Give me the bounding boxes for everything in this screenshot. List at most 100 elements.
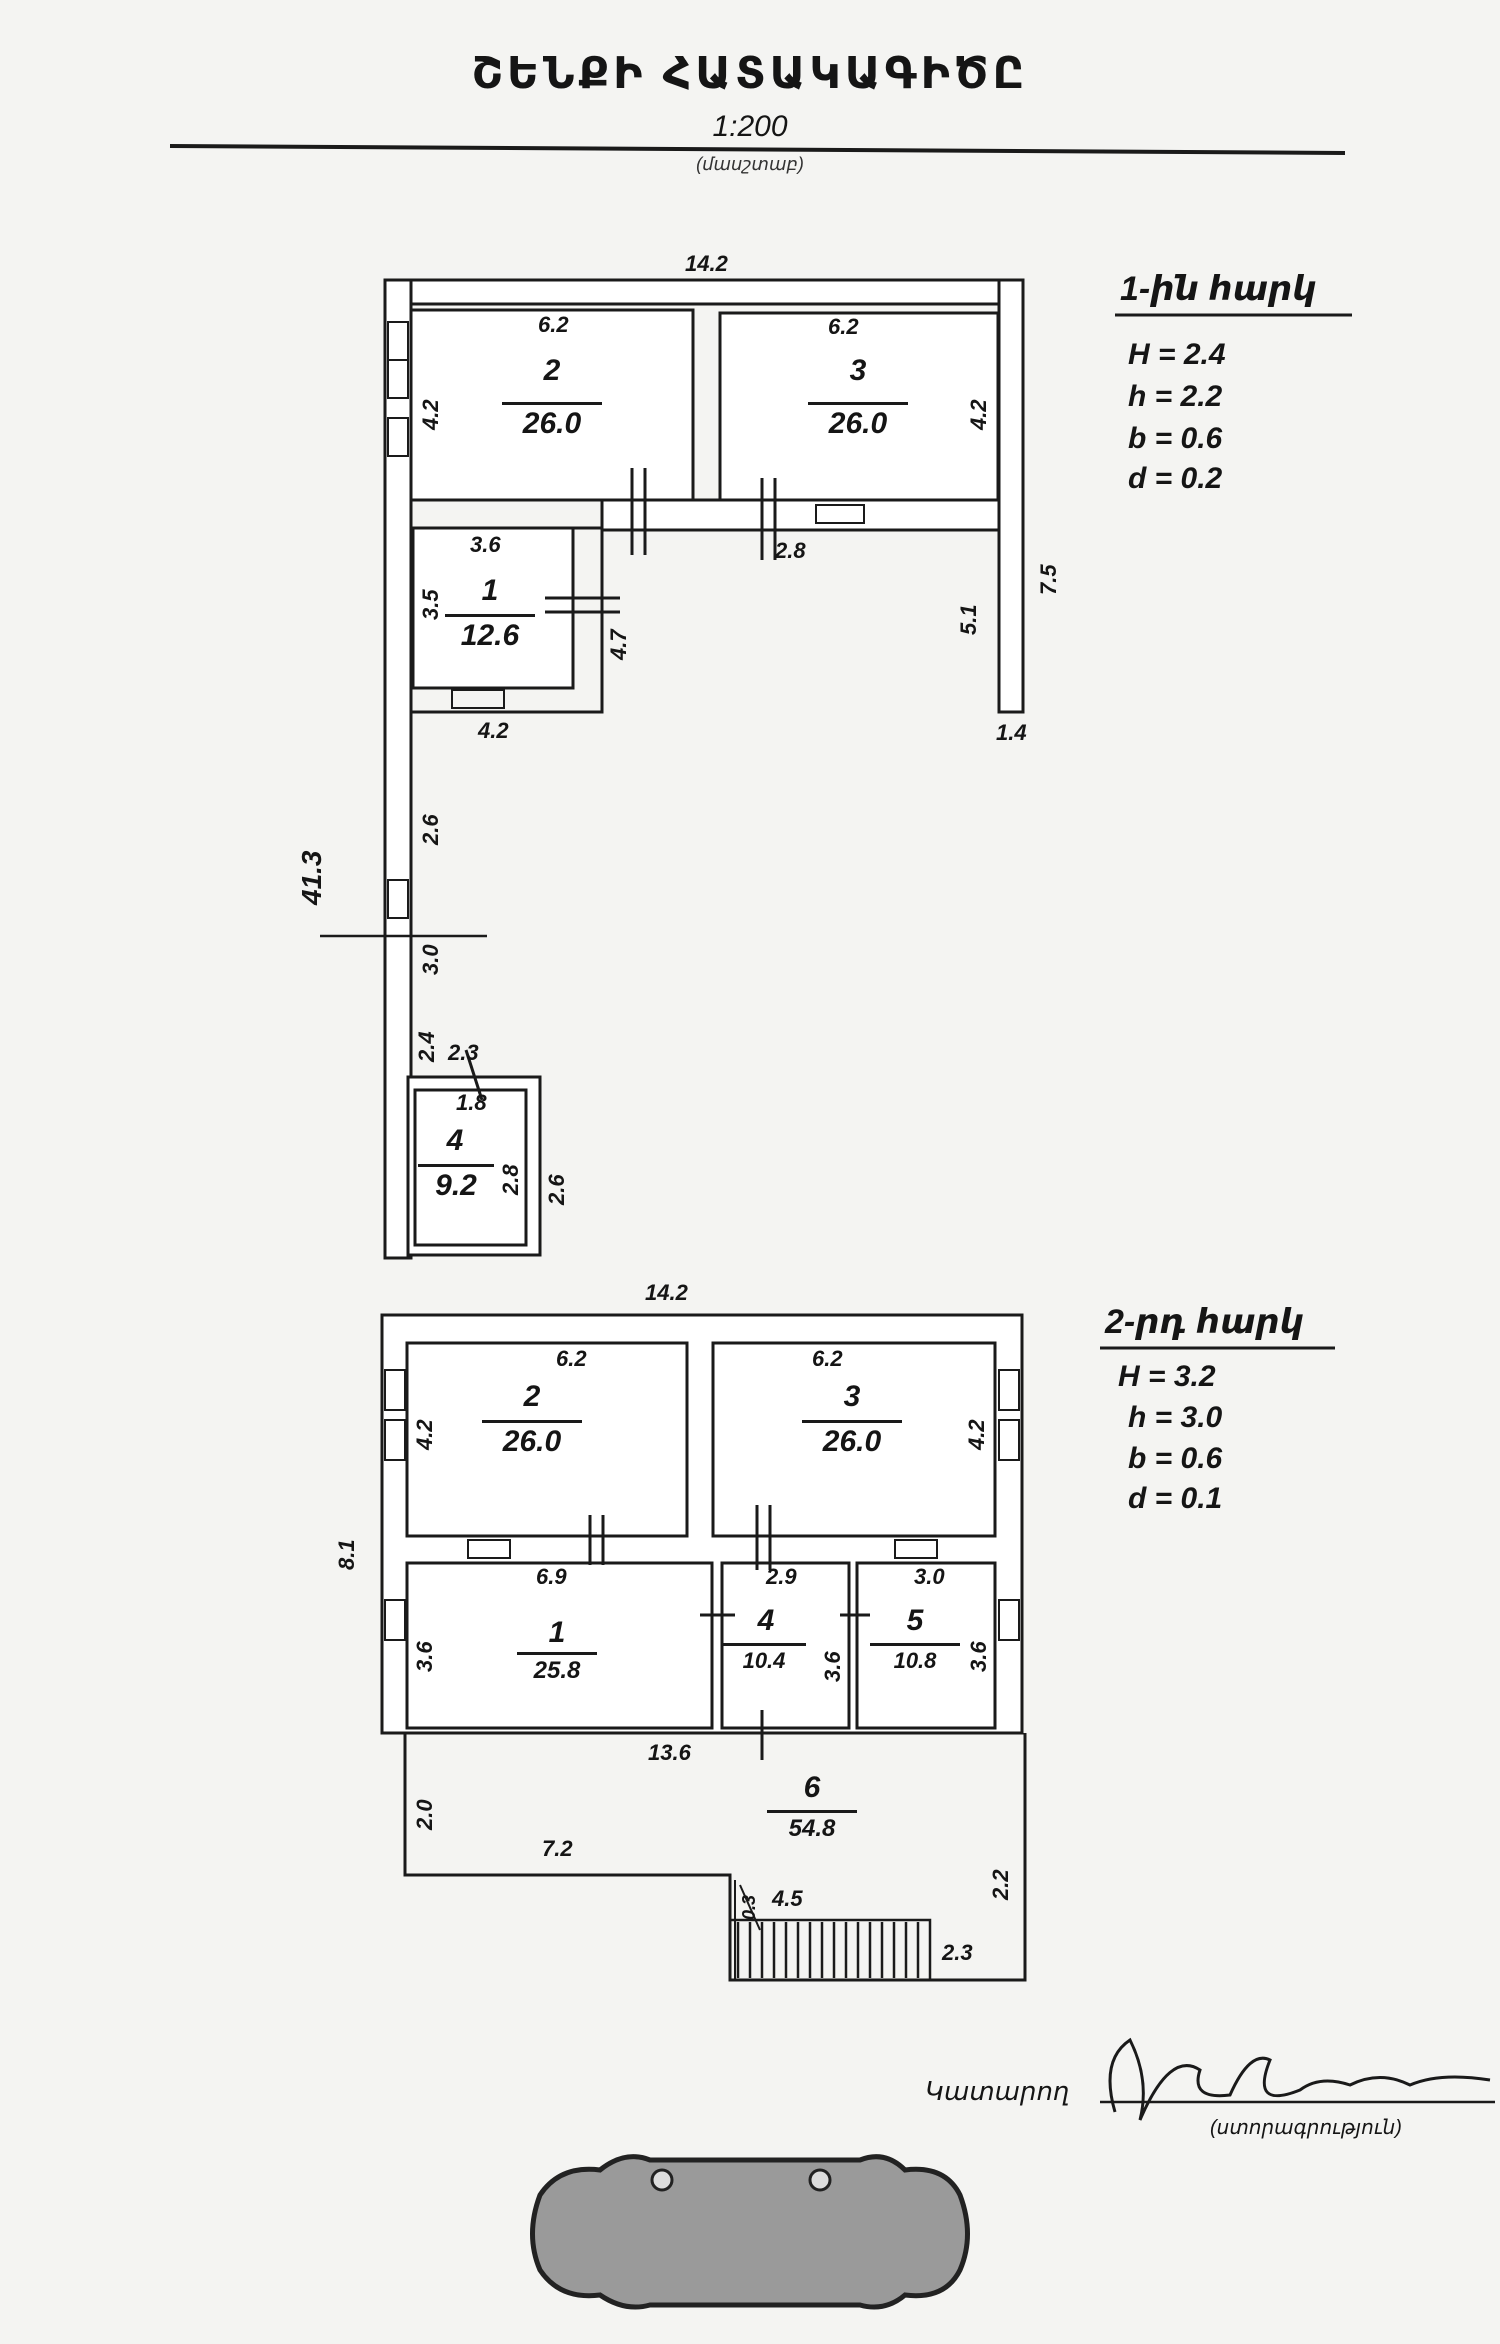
- floor1-dim-left-b: 3.0: [418, 944, 443, 975]
- floor1-room-3-number: 3: [849, 354, 867, 387]
- floor1-room-4-number: 4: [446, 1124, 464, 1157]
- floor2-dim-room4-height: 3.6: [820, 1651, 845, 1682]
- floor2-window: [384, 1419, 406, 1461]
- floor2-window: [998, 1369, 1020, 1411]
- floor2-dim-room6-right: 2.2: [988, 1869, 1013, 1900]
- floor2-room-4-area: 10.4: [722, 1643, 806, 1672]
- floor1-dim-room1-bottom: 4.2: [478, 718, 509, 743]
- floor2-dim-room2-height: 4.2: [412, 1419, 437, 1450]
- floor2-room-6-number: 6: [803, 1771, 821, 1804]
- floor1-dim-room1-height: 3.5: [418, 589, 443, 620]
- floor1-room-1-wall: [411, 526, 604, 714]
- floor2-window: [998, 1599, 1020, 1641]
- floor2-dim-stair-height: 2.3: [942, 1940, 973, 1965]
- floor2-param: d = 0.1: [1128, 1482, 1223, 1515]
- floor2-dim-left-total: 8.1: [334, 1539, 359, 1570]
- floor1-dim-room3-width: 6.2: [828, 314, 859, 339]
- floor1-dim-room4-height: 2.8: [498, 1164, 523, 1195]
- floor1-room-1-number: 1: [481, 574, 499, 607]
- floor2-dim-room5-height: 3.6: [966, 1641, 991, 1672]
- floor1-window: [387, 417, 409, 457]
- floor1-dim-room3-height: 4.2: [966, 399, 991, 430]
- floor2-param: H = 3.2: [1118, 1360, 1216, 1393]
- floor2-window: [384, 1599, 406, 1641]
- floor2-dim-room1-height: 3.6: [412, 1641, 437, 1672]
- floor1-dim-room4-width: 1.8: [456, 1090, 487, 1115]
- floor2-staircase: [728, 1918, 932, 1982]
- floor2-room-6-area: 54.8: [767, 1810, 857, 1841]
- floor2-plan: [380, 1313, 1027, 1982]
- floor1-corridor-wall: [600, 498, 1001, 532]
- floor2-room-5-number: 5: [906, 1604, 924, 1637]
- floor1-header: 1-ին հարկ: [1120, 270, 1317, 308]
- floor1-dim-room2-width: 6.2: [538, 312, 569, 337]
- floor1-dim-room4-top: 2.3: [448, 1040, 479, 1065]
- floor2-room-3-number: 3: [843, 1380, 861, 1413]
- floor1-window: [815, 504, 865, 524]
- floor1-dim-left-a: 2.6: [418, 814, 443, 845]
- floor2-dim-room2-width: 6.2: [556, 1346, 587, 1371]
- floor1-window: [451, 689, 505, 709]
- floor1-top-wall: [383, 278, 1025, 306]
- floor2-window: [384, 1369, 406, 1411]
- floor2-room-2-area: 26.0: [482, 1420, 582, 1457]
- floor1-dim-right-end: 1.4: [996, 720, 1027, 745]
- floor1-room-1-area: 12.6: [445, 614, 535, 651]
- floor2-stair-steps: [736, 1922, 920, 1978]
- executor-label: Կատարող: [925, 2076, 1070, 2106]
- scale-label: 1:200: [712, 110, 788, 143]
- floor2-room-3: [711, 1341, 997, 1538]
- floor1-dim-corridor: 2.8: [775, 538, 806, 563]
- floor1-dim-left-total: 41.3: [296, 850, 327, 906]
- floor2-stair-mark: [739, 1884, 761, 1931]
- floor1-plan: [320, 278, 1025, 1260]
- floor1-right-wall: [997, 278, 1025, 714]
- floor1-window: [387, 359, 409, 399]
- floor1-dim-room1-side: 4.7: [606, 629, 631, 660]
- floor1-room-4-area: 9.2: [418, 1164, 494, 1201]
- signature-scribble: [1108, 2037, 1491, 2121]
- floor2-room-1-number: 1: [548, 1616, 566, 1649]
- floor2-window: [894, 1539, 938, 1559]
- floor2-dim-room3-height: 4.2: [964, 1419, 989, 1450]
- floor2-dim-room6-bottom: 7.2: [542, 1836, 573, 1861]
- executor-caption: (ստորագրություն): [1210, 2117, 1402, 2139]
- stamp-shape: [530, 2154, 970, 2310]
- floor1-param: h = 2.2: [1128, 380, 1223, 413]
- floor2-room-2: [405, 1341, 689, 1538]
- floor1-param: H = 2.4: [1128, 338, 1226, 371]
- title-underline: [169, 144, 1346, 155]
- floor2-dim-room4-width: 2.9: [766, 1564, 797, 1589]
- floor1-room-3: [718, 311, 1000, 505]
- stamp-dot: [808, 2168, 832, 2192]
- floor2-dim-top: 14.2: [645, 1280, 688, 1305]
- floor2-room-1-area: 25.8: [517, 1652, 597, 1683]
- floor2-dim-stair-width: 4.5: [772, 1886, 803, 1911]
- floor1-dim-right-outer: 7.5: [1036, 564, 1061, 595]
- scale-caption: (մասշտաբ): [696, 154, 804, 174]
- floor2-room-5-area: 10.8: [870, 1643, 960, 1672]
- floor2-header: 2-րդ հարկ: [1105, 1303, 1304, 1341]
- floor2-window: [467, 1539, 511, 1559]
- floor1-room-2-area: 26.0: [502, 402, 602, 439]
- floor1-window: [387, 879, 409, 919]
- floor2-dim-stair-end: 0.3: [739, 1894, 759, 1920]
- floor2-param: h = 3.0: [1128, 1401, 1223, 1434]
- floor1-room-3-area: 26.0: [808, 402, 908, 439]
- floor2-param: b = 0.6: [1128, 1442, 1223, 1475]
- page-title: ՇԵՆՔԻ ՀԱՏԱԿԱԳԻԾԸ: [471, 49, 1029, 98]
- floor2-dim-room6-left: 2.0: [412, 1799, 437, 1830]
- floor2-dim-room5-width: 3.0: [914, 1564, 945, 1589]
- floor1-room-2-number: 2: [543, 354, 561, 387]
- floor1-param: d = 0.2: [1128, 462, 1223, 495]
- floor1-dim-room1-width: 3.6: [470, 532, 501, 557]
- floor1-door-mark: [464, 1049, 484, 1101]
- floor2-room-2-number: 2: [523, 1380, 541, 1413]
- stamp-dot: [650, 2168, 674, 2192]
- floor2-room-4-number: 4: [757, 1604, 775, 1637]
- floor2-dim-room3-width: 6.2: [812, 1346, 843, 1371]
- floor2-window: [998, 1419, 1020, 1461]
- floor1-room-4: [413, 1088, 528, 1247]
- floor1-dim-room2-height: 4.2: [418, 399, 443, 430]
